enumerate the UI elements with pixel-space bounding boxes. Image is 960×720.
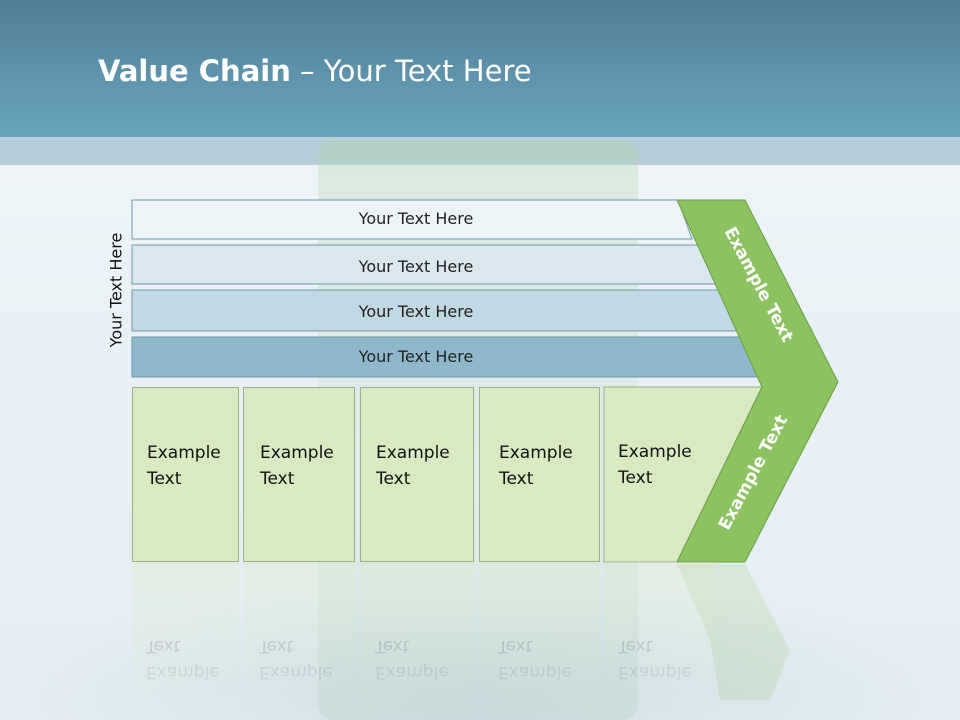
box-5-line1: Example [618, 442, 692, 462]
box-4-line2: Text [499, 469, 534, 489]
box-4-line1: Example [499, 443, 573, 463]
box-1-reflection-line2: Text [146, 636, 181, 656]
box-5-reflection-line2: Text [618, 636, 653, 656]
box-3-reflection: Example Text [360, 562, 474, 720]
box-4-reflection-line1: Example [498, 662, 572, 682]
box-1-reflection: Example Text [132, 562, 239, 720]
row-shape-1 [131, 199, 693, 240]
box-5-reflection: Example Text [604, 562, 714, 720]
box-4-reflection: Example Text [479, 562, 600, 720]
row-label-1: Your Text Here [358, 209, 474, 228]
box-1-line2: Text [147, 469, 182, 489]
box-5-line2: Text [618, 468, 653, 488]
header-band [0, 137, 960, 165]
title-bold: Value Chain [98, 54, 291, 88]
chevron-reflection [677, 564, 790, 700]
title-rest: – Your Text Here [290, 54, 532, 88]
box-4-reflection-line2: Text [498, 636, 533, 656]
box-3-line1: Example [376, 443, 450, 463]
header-bar [0, 0, 960, 137]
box-5-reflection-line1: Example [618, 662, 692, 682]
box-3-reflection-line2: Text [375, 636, 410, 656]
box-2-reflection: Example Text [243, 562, 355, 720]
box-2-reflection-line1: Example [259, 662, 333, 682]
row-label-3: Your Text Here [358, 302, 474, 321]
row-label-2: Your Text Here [358, 257, 474, 276]
box-2-reflection-line2: Text [259, 636, 294, 656]
slide-title: Value Chain – Your Text Here [98, 54, 532, 88]
box-3-line2: Text [376, 469, 411, 489]
box-1-line1: Example [147, 443, 221, 463]
row-label-4: Your Text Here [358, 347, 474, 366]
chevron-shape [676, 199, 839, 563]
box-3-reflection-line1: Example [375, 662, 449, 682]
box-2-line1: Example [260, 443, 334, 463]
box-1-reflection-line1: Example [146, 662, 220, 682]
box-2-line2: Text [260, 469, 295, 489]
background-splash [0, 580, 960, 720]
